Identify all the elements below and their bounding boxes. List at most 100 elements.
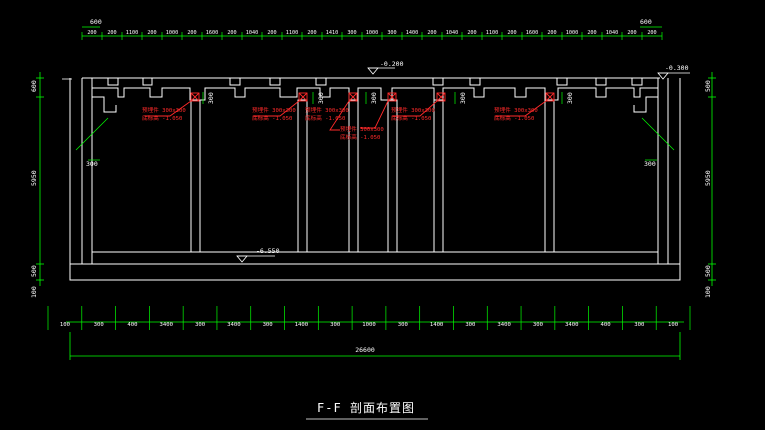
col-dim-2: 300 — [317, 92, 325, 104]
bottom-dim-label: 1400 — [295, 322, 308, 328]
bottom-dim-label: 300 — [465, 322, 475, 328]
top-dim-label: 200 — [647, 30, 656, 36]
plate-label-3a: 预埋件 300x300 — [340, 125, 384, 133]
right-wall-dim: 300 — [644, 160, 656, 168]
col-dim-1: 300 — [207, 92, 215, 104]
left-dim-600: 600 — [30, 80, 38, 92]
plate-label-4a: 预埋件 300x300 — [391, 106, 435, 114]
column-dims — [88, 92, 657, 161]
elevation-bottom: -6.550 — [256, 247, 280, 255]
right-dim-100: 100 — [704, 286, 712, 298]
plate-annotations: 预埋件 300x300 底标高 -1.050 预埋件 300x300 底标高 -… — [142, 106, 538, 141]
top-dim-label: 1600 — [526, 30, 539, 36]
col-dim-4: 300 — [459, 92, 467, 104]
bottom-dim-label: 3400 — [497, 322, 510, 328]
drawing-title: F-F 剖面布置图 — [317, 401, 415, 415]
top-dim-600-left: 600 — [90, 18, 102, 26]
bottom-dim-label: 100 — [668, 322, 678, 328]
drawing-title-block: F-F 剖面布置图 — [306, 401, 428, 420]
top-dim-labels: 200 200 1100 200 1000 200 1600 200 1040 200 1100 20… — [87, 30, 656, 36]
column-dim-labels: 300 300 300 300 300 300 300 — [86, 92, 656, 168]
left-dim-5950: 5950 — [30, 170, 38, 186]
plate-label-2b: 底标高 -1.050 — [252, 114, 292, 122]
bottom-dim-label: 1000 — [362, 322, 375, 328]
top-dim-label: 1000 — [166, 30, 179, 36]
top-dim-label: 1000 — [566, 30, 579, 36]
top-dim-label: 1100 — [286, 30, 299, 36]
plate-label-2a: 预埋件 300x300 — [252, 106, 296, 114]
top-dim-label: 1000 — [366, 30, 379, 36]
haunch-dims — [75, 117, 675, 151]
bottom-dim-label: 400 — [127, 322, 137, 328]
top-dim-label: 200 — [467, 30, 476, 36]
plate-label-6b: 底标高 -1.050 — [494, 114, 534, 122]
top-dim-label: 1040 — [246, 30, 259, 36]
plate-mark — [545, 92, 555, 102]
bottom-dim-label: 300 — [634, 322, 644, 328]
bottom-dim-label: 1400 — [430, 322, 443, 328]
left-wall-dim: 300 — [86, 160, 98, 168]
top-dim-label: 200 — [507, 30, 516, 36]
plate-mark — [387, 92, 397, 102]
plate-mark — [190, 92, 200, 102]
top-dim-label: 200 — [267, 30, 276, 36]
bottom-dim-label: 3400 — [160, 322, 173, 328]
elevation-top-right: -0.300 — [665, 64, 689, 72]
bottom-dim-label: 3400 — [227, 322, 240, 328]
plate-mark — [348, 92, 358, 102]
elevation-marks: -0.200 -0.300 -6.550 — [62, 60, 690, 263]
top-dim-label: 1400 — [406, 30, 419, 36]
top-dim-label: 200 — [107, 30, 116, 36]
left-dim-labels: 600 5950 500 100 — [30, 80, 38, 298]
top-dim-label: 1100 — [486, 30, 499, 36]
bottom-dim-labels: 100 300 400 3400 300 3400 300 1400 300 1000 300 140… — [60, 322, 678, 328]
top-dim-label: 200 — [547, 30, 556, 36]
plate-label-4b: 底标高 -1.050 — [391, 114, 431, 122]
top-dim-label: 1600 — [206, 30, 219, 36]
left-dim-100: 100 — [30, 286, 38, 298]
plate-label-1a: 预埋件 300x300 — [142, 106, 186, 114]
right-dim-500b: 500 — [704, 265, 712, 277]
plate-label-5a: 预埋件 300x300 — [305, 106, 349, 114]
plate-mark — [436, 92, 446, 102]
top-dim-label: 200 — [87, 30, 96, 36]
top-dim-label: 1040 — [606, 30, 619, 36]
plate-label-1b: 底标高 -1.050 — [142, 114, 182, 122]
bottom-dim-label: 300 — [533, 322, 543, 328]
bottom-dim-label: 3400 — [565, 322, 578, 328]
bottom-dim-label: 300 — [195, 322, 205, 328]
top-dim-600-right: 600 — [640, 18, 652, 26]
top-dim-label: 1040 — [446, 30, 459, 36]
top-dim-label: 200 — [227, 30, 236, 36]
plate-label-3b: 底标高 -1.050 — [340, 133, 380, 141]
bottom-dim-label: 300 — [94, 322, 104, 328]
top-dim-label: 200 — [587, 30, 596, 36]
top-dim-label: 200 — [627, 30, 636, 36]
left-dimension-chain — [36, 72, 44, 286]
elevation-top-center: -0.200 — [380, 60, 404, 68]
top-dim-label: 300 — [347, 30, 356, 36]
bottom-total-dim: 26600 — [355, 346, 375, 354]
left-dim-500: 500 — [30, 265, 38, 277]
top-dim-label: 300 — [387, 30, 396, 36]
top-dim-label: 1410 — [326, 30, 339, 36]
right-dim-5950: 5950 — [704, 170, 712, 186]
bottom-dim-label: 300 — [398, 322, 408, 328]
top-dim-label: 200 — [427, 30, 436, 36]
right-dim-500: 500 — [704, 80, 712, 92]
right-dimension-chain — [708, 72, 716, 286]
bottom-dim-label: 400 — [600, 322, 610, 328]
bottom-dim-label: 100 — [60, 322, 70, 328]
bottom-dimension-chain — [47, 306, 691, 360]
top-dim-label: 200 — [187, 30, 196, 36]
top-dim-label: 1100 — [126, 30, 139, 36]
plate-label-5b: 底标高 -1.050 — [305, 114, 345, 122]
top-dim-label: 200 — [307, 30, 316, 36]
plate-mark — [298, 92, 308, 102]
top-dim-label: 200 — [147, 30, 156, 36]
right-dim-labels: 500 5950 500 100 — [704, 80, 712, 298]
col-dim-3: 300 — [370, 92, 378, 104]
bottom-dim-label: 300 — [330, 322, 340, 328]
